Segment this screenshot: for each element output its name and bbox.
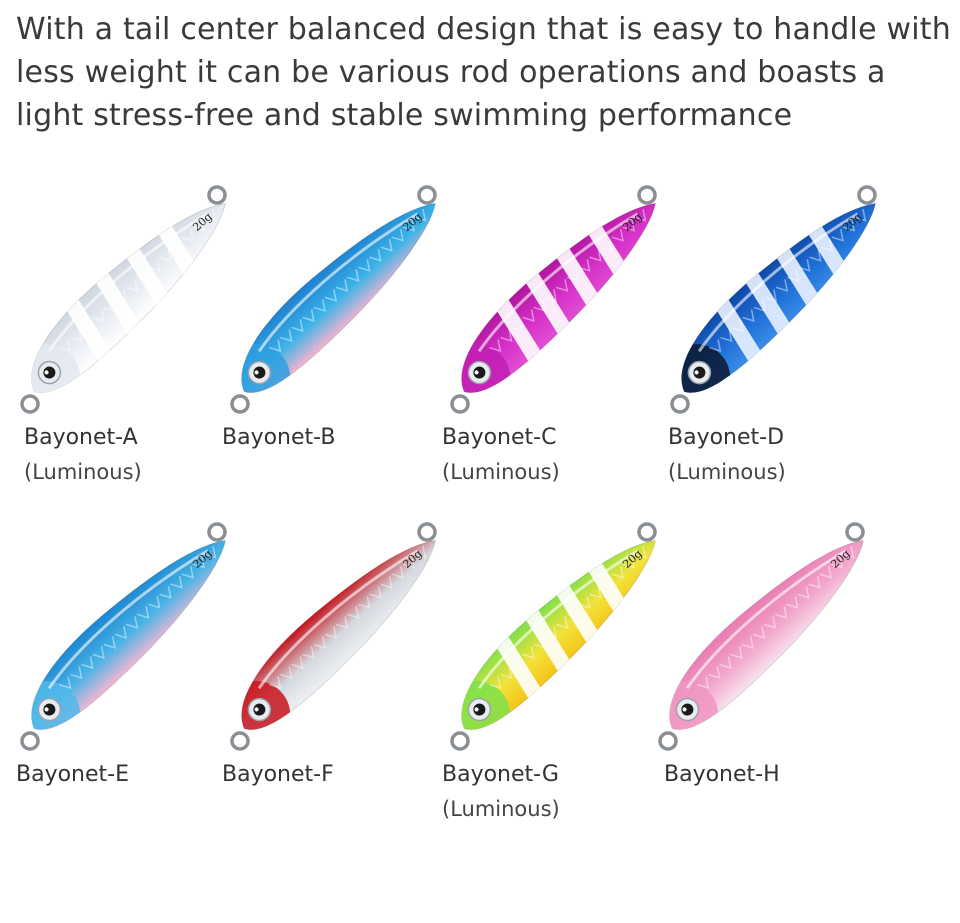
eye-icon [37, 360, 62, 385]
product-name: Bayonet-E [16, 762, 129, 787]
product-caption-e: Bayonet-E [16, 759, 129, 791]
headline-text: With a tail center balanced design that … [16, 12, 951, 133]
product-note: (Luminous) [442, 797, 560, 821]
product-name: Bayonet-C [442, 425, 557, 450]
eye-icon [247, 360, 272, 385]
lure-image-b: 20g [222, 178, 452, 428]
product-caption-g: Bayonet-G (Luminous) [442, 759, 560, 825]
product-name: Bayonet-D [668, 425, 785, 450]
split-ring-icon [637, 185, 657, 205]
product-note: (Luminous) [668, 460, 786, 484]
split-ring-icon [450, 394, 470, 414]
product-name: Bayonet-H [664, 762, 780, 787]
eye-icon [37, 697, 62, 722]
split-ring-icon [658, 731, 678, 751]
split-ring-icon [207, 185, 227, 205]
lure-drawing: 20g [12, 522, 227, 751]
product-caption-a: Bayonet-A (Luminous) [24, 422, 142, 488]
product-caption-f: Bayonet-F [222, 759, 334, 791]
product-note: (Luminous) [442, 460, 560, 484]
lure-image-e: 20g [12, 515, 242, 765]
lure-drawing: 20g [442, 185, 657, 414]
product-note: (Luminous) [24, 460, 142, 484]
split-ring-icon [845, 522, 865, 542]
product-name: Bayonet-B [222, 425, 336, 450]
eye-icon [675, 697, 700, 722]
split-ring-icon [230, 731, 250, 751]
split-ring-icon [450, 731, 470, 751]
lure-body [31, 539, 226, 731]
split-ring-icon [20, 731, 40, 751]
lure-drawing: 20g [12, 185, 227, 414]
split-ring-icon [417, 522, 437, 542]
lure-image-f: 20g [222, 515, 452, 765]
product-name: Bayonet-F [222, 762, 334, 787]
eye-icon [467, 360, 492, 385]
lure-image-d: 20g [662, 178, 892, 428]
eye-icon [467, 697, 492, 722]
lure-drawing: 20g [650, 522, 865, 751]
split-ring-icon [207, 522, 227, 542]
lure-image-a: 20g [12, 178, 242, 428]
product-name: Bayonet-G [442, 762, 559, 787]
lure-image-g: 20g [442, 515, 672, 765]
product-caption-d: Bayonet-D (Luminous) [668, 422, 786, 488]
split-ring-icon [230, 394, 250, 414]
lure-image-h: 20g [650, 515, 880, 765]
eye-icon [687, 360, 712, 385]
lure-image-c: 20g [442, 178, 672, 428]
split-ring-icon [20, 394, 40, 414]
lure-drawing: 20g [222, 185, 437, 414]
lure-body [241, 539, 436, 731]
lure-drawing: 20g [222, 522, 437, 751]
eye-icon [247, 697, 272, 722]
split-ring-icon [637, 522, 657, 542]
product-name: Bayonet-A [24, 425, 138, 450]
split-ring-icon [857, 185, 877, 205]
split-ring-icon [417, 185, 437, 205]
lure-body [669, 539, 864, 731]
product-caption-b: Bayonet-B [222, 422, 335, 454]
split-ring-icon [670, 394, 690, 414]
lure-drawing: 20g [442, 522, 657, 751]
product-caption-h: Bayonet-H [664, 759, 780, 791]
lure-drawing: 20g [662, 185, 877, 414]
product-caption-c: Bayonet-C (Luminous) [442, 422, 560, 488]
lure-body [241, 202, 436, 394]
